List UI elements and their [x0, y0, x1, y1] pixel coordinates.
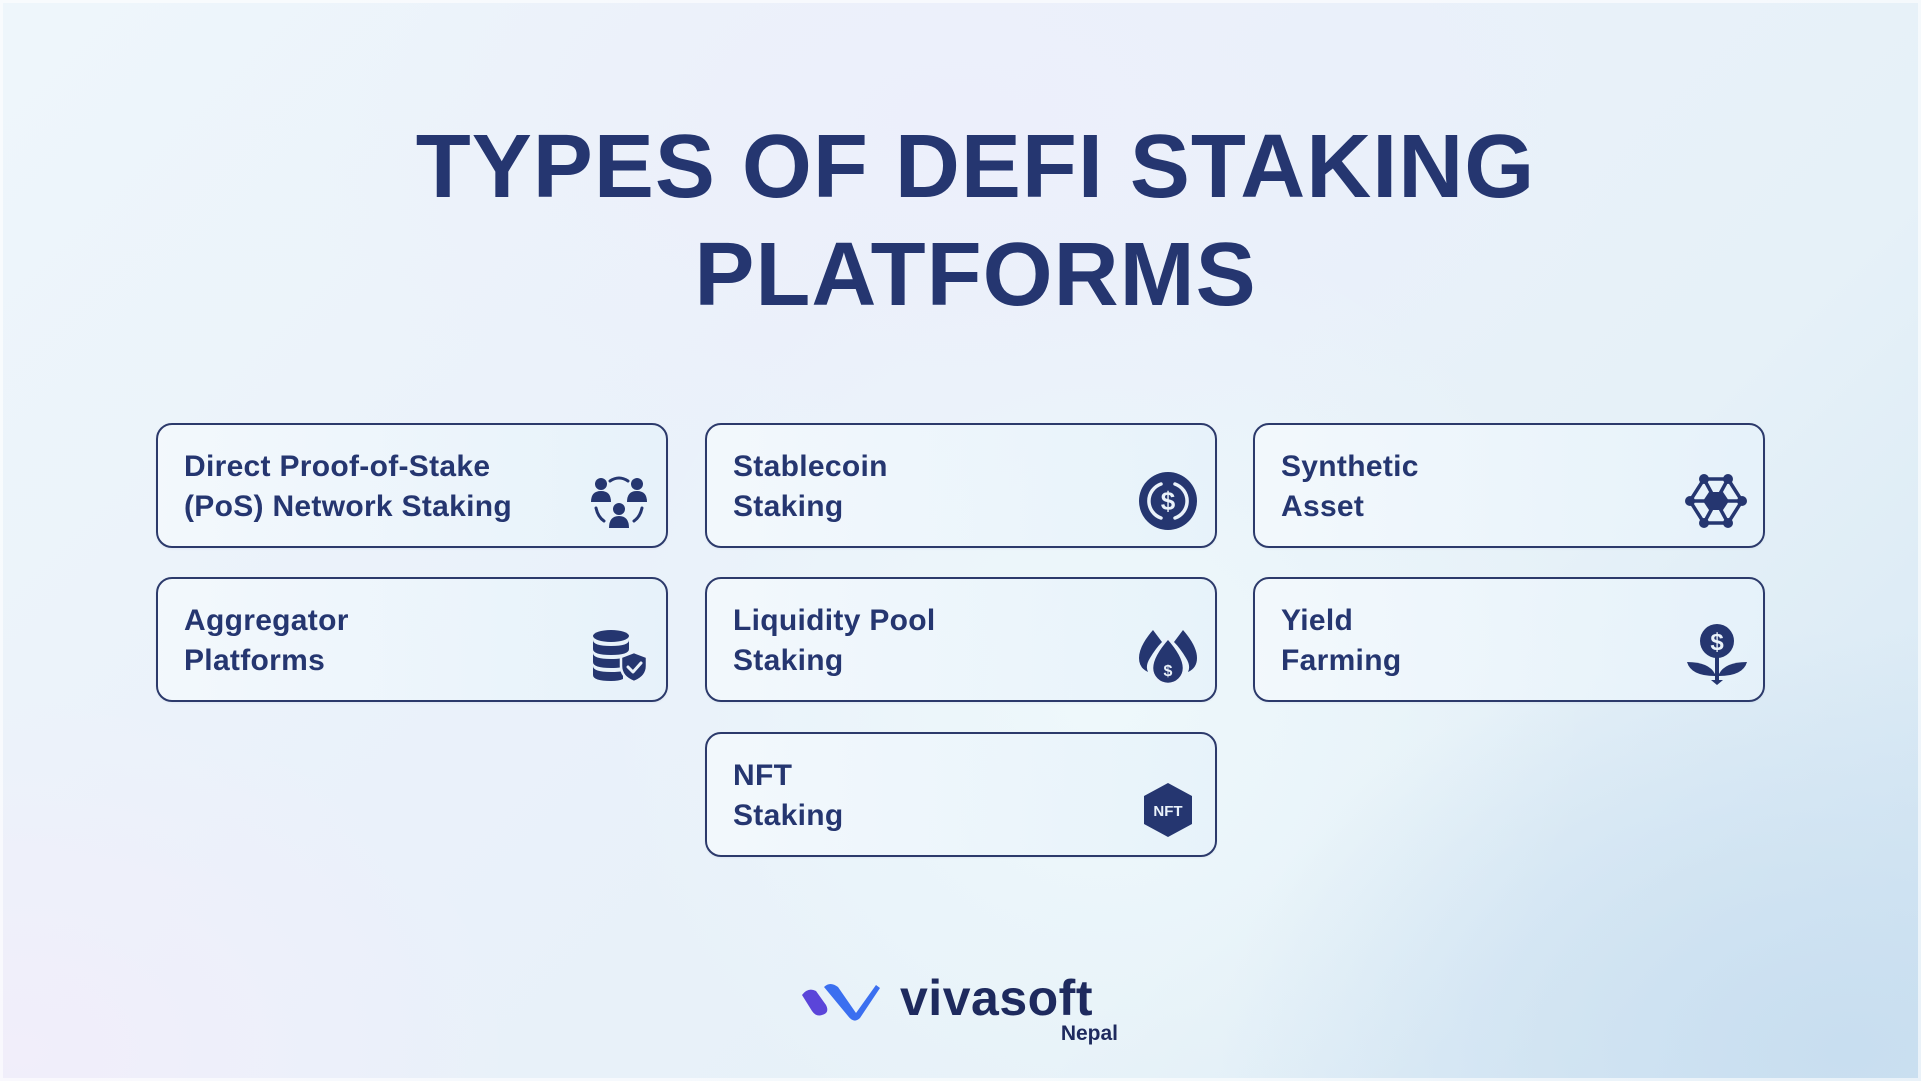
- card-nft-staking: NFT Staking NFT: [705, 732, 1217, 857]
- card-stablecoin-staking: Stablecoin Staking $: [705, 423, 1217, 548]
- card-aggregator-platforms: Aggregator Platforms: [156, 577, 668, 702]
- card-label: Yield Farming: [1281, 601, 1401, 681]
- vivasoft-logo: vivasoft Nepal: [800, 970, 1130, 1045]
- card-label-line-2: Staking: [733, 490, 844, 523]
- database-shield-icon: [588, 624, 650, 686]
- card-label-line-1: Stablecoin: [733, 450, 888, 483]
- svg-text:$: $: [1164, 663, 1173, 680]
- card-synthetic-asset: Synthetic Asset: [1253, 423, 1765, 548]
- card-label: Synthetic Asset: [1281, 447, 1419, 527]
- card-label: Liquidity Pool Staking: [733, 601, 936, 681]
- card-label-line-2: Asset: [1281, 490, 1365, 523]
- card-label-line-2: Platforms: [184, 644, 326, 677]
- svg-text:$: $: [1710, 629, 1724, 656]
- logo-wordmark: vivasoft: [900, 970, 1093, 1026]
- card-label: Direct Proof-of-Stake (PoS) Network Stak…: [184, 447, 512, 527]
- dollar-coin-icon: $: [1137, 470, 1199, 532]
- card-label-line-2: Staking: [733, 799, 844, 832]
- vivasoft-logo-mark-icon: [800, 981, 888, 1021]
- hexagon-network-icon: [1685, 470, 1747, 532]
- people-network-icon: [588, 470, 650, 532]
- logo-subtitle: Nepal: [1060, 1022, 1118, 1045]
- card-label-line-1: NFT: [733, 759, 793, 792]
- card-label: NFT Staking: [733, 756, 843, 836]
- card-label-line-2: (PoS) Network Staking: [184, 490, 513, 523]
- title-line-2: PLATFORMS: [694, 225, 1257, 325]
- svg-text:$: $: [1161, 486, 1176, 516]
- svg-text:NFT: NFT: [1153, 803, 1182, 820]
- card-label-line-2: Farming: [1281, 644, 1402, 677]
- card-label-line-1: Yield: [1281, 604, 1354, 637]
- card-label: Aggregator Platforms: [184, 601, 349, 681]
- card-label-line-1: Direct Proof-of-Stake: [184, 450, 491, 483]
- dollar-plant-icon: $: [1685, 624, 1747, 686]
- water-drops-dollar-icon: $: [1137, 624, 1199, 686]
- page-title: TYPES OF DEFI STAKING PLATFORMS: [0, 113, 1921, 329]
- title-line-1: TYPES OF DEFI STAKING: [415, 117, 1536, 217]
- nft-hexagon-icon: NFT: [1137, 779, 1199, 841]
- card-label-line-1: Aggregator: [184, 604, 349, 637]
- card-liquidity-pool-staking: Liquidity Pool Staking $: [705, 577, 1217, 702]
- card-label-line-1: Liquidity Pool: [733, 604, 936, 637]
- card-label: Stablecoin Staking: [733, 447, 888, 527]
- card-direct-pos-staking: Direct Proof-of-Stake (PoS) Network Stak…: [156, 423, 668, 548]
- card-yield-farming: Yield Farming $: [1253, 577, 1765, 702]
- card-label-line-2: Staking: [733, 644, 844, 677]
- card-label-line-1: Synthetic: [1281, 450, 1419, 483]
